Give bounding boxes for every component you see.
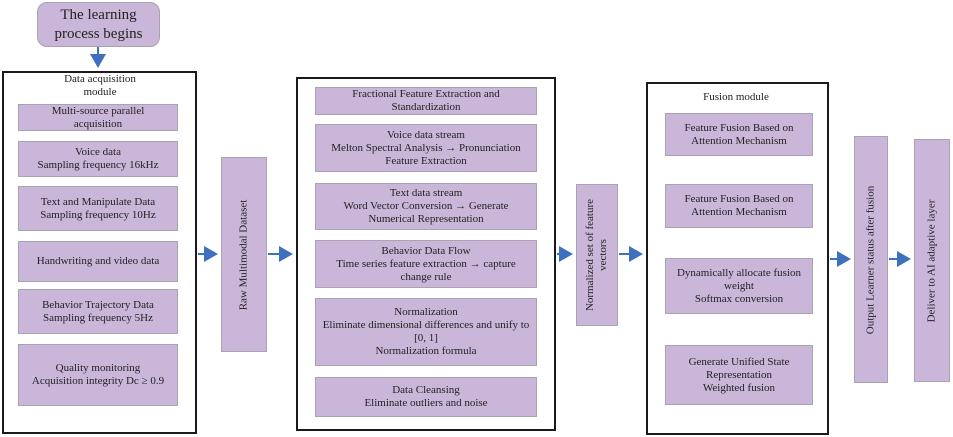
output-learner-status: Output Learner status after fusion xyxy=(854,136,888,383)
raw-multimodal-dataset: Raw Multimodal Dataset xyxy=(221,157,267,352)
processing-item-normalization: Normalization Eliminate dimensional diff… xyxy=(315,298,537,366)
processing-item-fractional: Fractional Feature Extraction and Standa… xyxy=(315,87,537,115)
acquisition-item-voice: Voice data Sampling frequency 16kHz xyxy=(18,141,178,177)
acquisition-item-multisource: Multi-source parallel acquisition xyxy=(18,104,178,131)
acquisition-item-handwriting: Handwriting and video data xyxy=(18,241,178,282)
processing-item-behavior-flow: Behavior Data Flow Time series feature e… xyxy=(315,240,537,288)
data-acquisition-title: Data acquisition module xyxy=(64,73,136,98)
processing-item-voice-stream: Voice data stream Melton Spectral Analys… xyxy=(315,124,537,172)
start-node: The learning process begins xyxy=(37,2,160,47)
fusion-item-unified-state: Generate Unified State Representation We… xyxy=(665,345,813,405)
deliver-ai-adaptive-layer: Deliver to AI adaptive layer xyxy=(914,139,950,382)
fusion-item-attention-1: Feature Fusion Based on Attention Mechan… xyxy=(665,113,813,156)
fusion-item-dynamic-weight: Dynamically allocate fusion weight Softm… xyxy=(665,258,813,314)
normalized-feature-vectors: Normalized set of feature vectors xyxy=(576,184,618,326)
processing-item-cleansing: Data Cleansing Eliminate outliers and no… xyxy=(315,377,537,417)
fusion-item-attention-2: Feature Fusion Based on Attention Mechan… xyxy=(665,184,813,228)
acquisition-item-text: Text and Manipulate Data Sampling freque… xyxy=(18,186,178,231)
acquisition-item-quality: Quality monitoring Acquisition integrity… xyxy=(18,344,178,406)
acquisition-item-behavior: Behavior Trajectory Data Sampling freque… xyxy=(18,289,178,334)
processing-item-text-stream: Text data stream Word Vector Conversion … xyxy=(315,183,537,230)
fusion-module-title: Fusion module xyxy=(703,91,769,103)
